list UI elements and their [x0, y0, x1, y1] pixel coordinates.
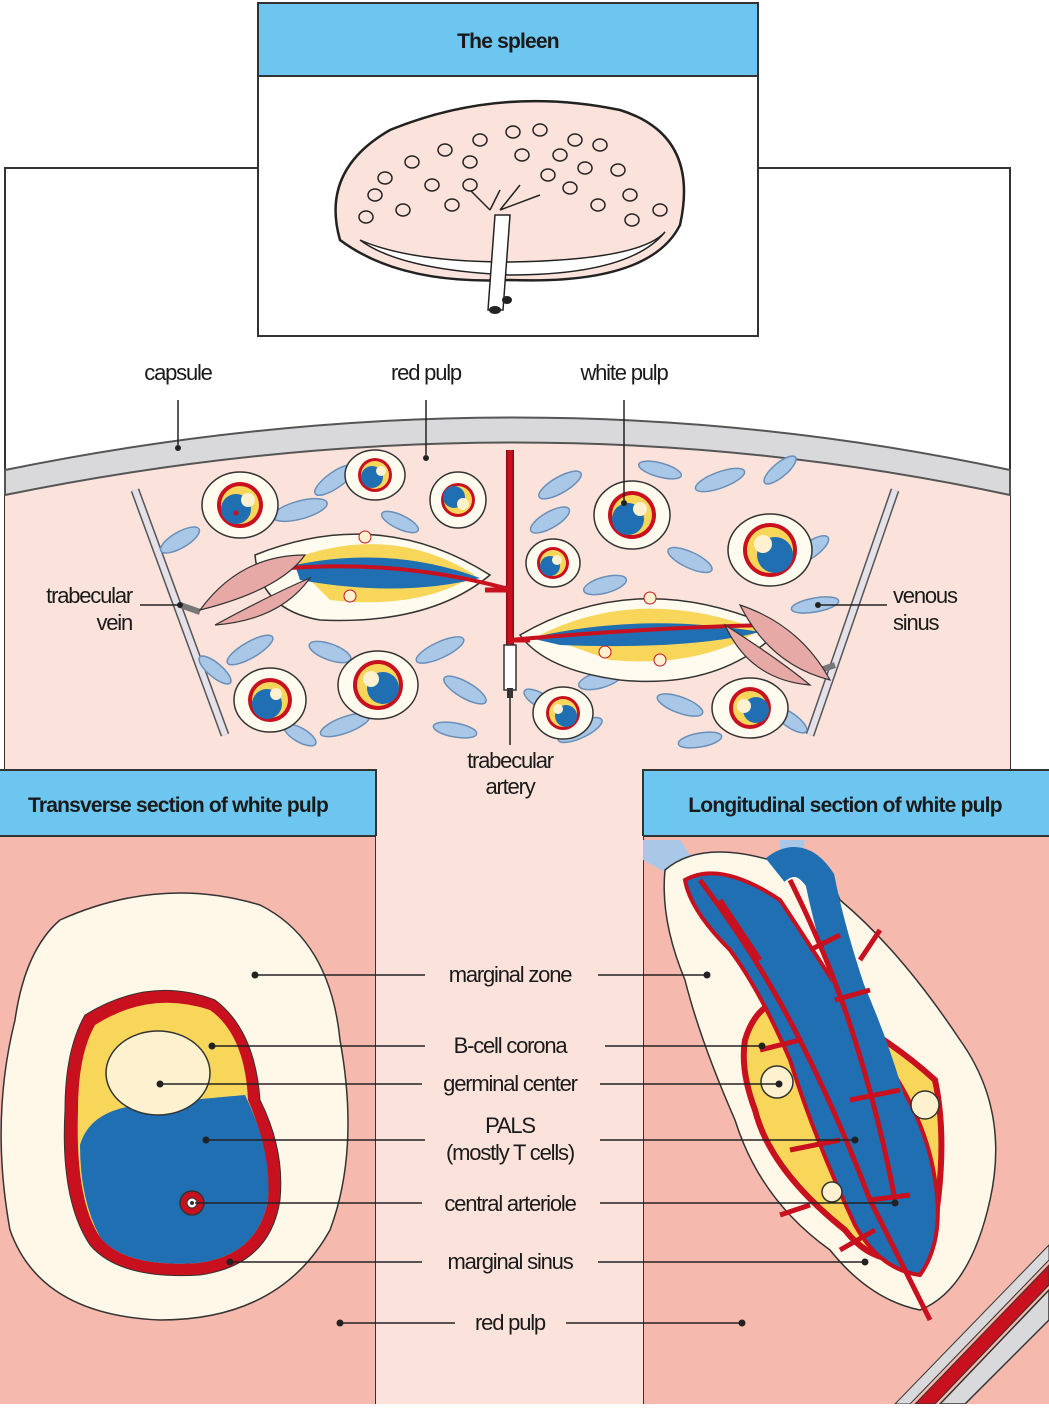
- label-marginal-sinus: marginal sinus: [447, 1249, 573, 1274]
- label-trabecular-artery-2: artery: [485, 774, 535, 799]
- germinal-center-transverse: [106, 1031, 210, 1115]
- label-trabecular-vein-2: vein: [96, 610, 132, 635]
- label-pals-line2: (mostly T cells): [446, 1140, 574, 1165]
- label-b-cell-corona: B-cell corona: [454, 1033, 569, 1058]
- transverse-title: Transverse section of white pulp: [28, 794, 328, 817]
- label-venous-sinus-1: venous: [893, 583, 958, 608]
- label-germinal-center: germinal center: [443, 1071, 577, 1096]
- transverse-panel: Transverse section of white pulp: [0, 770, 376, 1404]
- label-red-pulp-bottom: red pulp: [475, 1310, 546, 1335]
- label-trabecular-artery-1: trabecular: [467, 748, 554, 773]
- label-central-arteriole: central arteriole: [444, 1191, 576, 1216]
- label-trabecular-vein-1: trabecular: [46, 583, 133, 608]
- longitudinal-title: Longitudinal section of white pulp: [688, 794, 1001, 817]
- diagram-title: The spleen: [457, 30, 559, 53]
- label-venous-sinus-2: sinus: [893, 610, 940, 635]
- spleen-inset: The spleen: [258, 3, 758, 336]
- label-marginal-zone: marginal zone: [449, 962, 573, 987]
- label-pals-line1: PALS: [485, 1113, 535, 1138]
- longitudinal-panel: Longitudinal section of white pulp: [643, 770, 1049, 1404]
- pals-transverse: [80, 1095, 269, 1264]
- label-red-pulp: red pulp: [391, 360, 462, 385]
- label-capsule: capsule: [144, 360, 212, 385]
- label-white-pulp: white pulp: [579, 360, 668, 385]
